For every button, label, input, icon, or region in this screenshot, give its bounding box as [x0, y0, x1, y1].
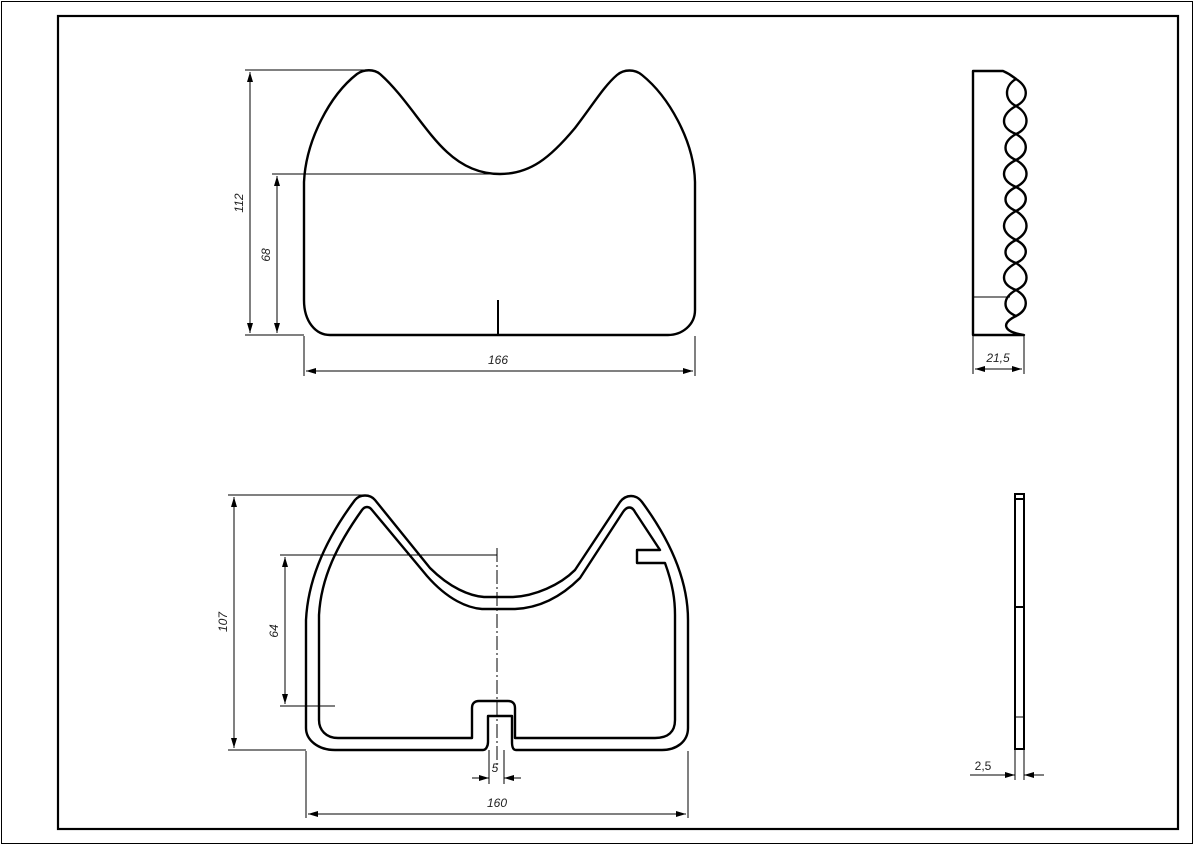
bottom-front-outer — [304, 494, 690, 752]
top-front-outline — [302, 69, 697, 337]
top-side-wave-inner — [1004, 77, 1028, 318]
dim-label-112: 112 — [232, 193, 246, 212]
dim-label-5: 5 — [492, 761, 499, 775]
inner-frame — [56, 14, 1180, 831]
bottom-front-view: 107 64 5 160 — [216, 494, 690, 818]
bottom-side-view: 2,5 — [970, 493, 1044, 780]
dim-label-68: 68 — [259, 248, 273, 262]
top-side-outline — [971, 69, 1027, 337]
top-side-view: 21,5 — [971, 69, 1028, 374]
top-front-view: 112 68 166 — [232, 69, 697, 376]
dim-label-166: 166 — [488, 353, 508, 367]
dim-label-2-5: 2,5 — [975, 759, 992, 773]
bottom-side-strip — [1014, 493, 1025, 750]
dim-label-107: 107 — [216, 611, 230, 632]
bottom-front-inner — [317, 505, 677, 740]
dim-label-21-5: 21,5 — [985, 351, 1010, 365]
dim-label-64: 64 — [267, 624, 281, 638]
dim-label-160: 160 — [487, 796, 507, 810]
